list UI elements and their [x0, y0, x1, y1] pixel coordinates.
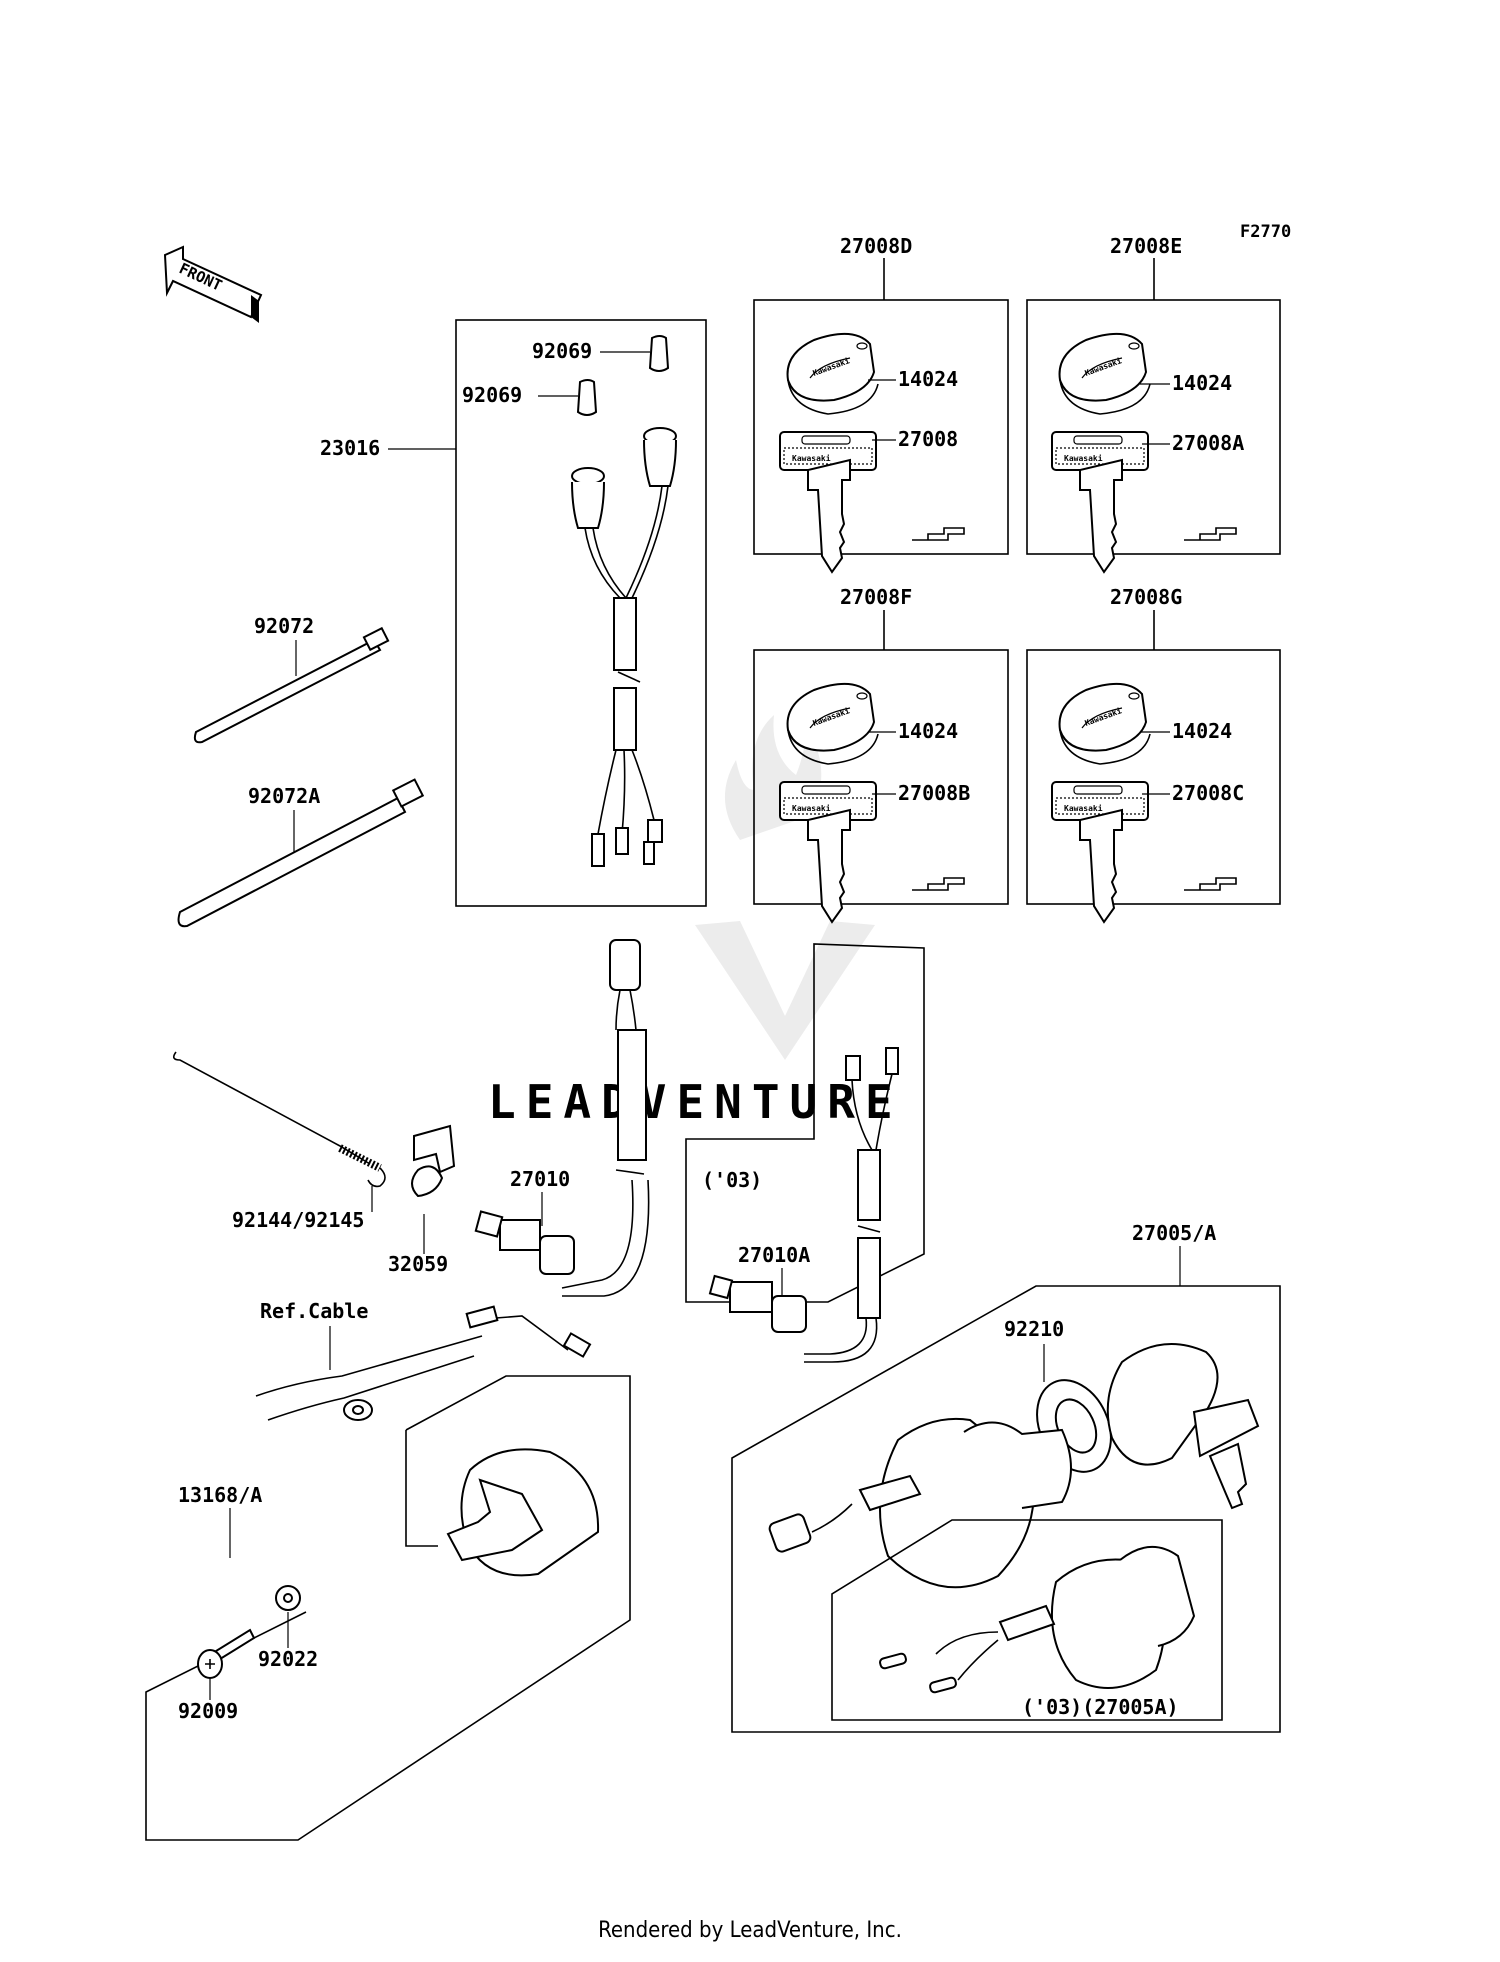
svg-text:Kawasaki: Kawasaki — [792, 453, 831, 463]
label-03-27005A: ('03)(27005A) — [1022, 1695, 1179, 1719]
label-27010A: 27010A — [738, 1243, 810, 1267]
figure-code: F2770 — [1240, 222, 1291, 242]
label-14024-c: 14024 — [898, 719, 958, 743]
label-14024-a: 14024 — [898, 367, 958, 391]
label-03-a: ('03) — [702, 1168, 762, 1192]
label-27008B: 27008B — [898, 781, 970, 805]
key-and-cap-2: Kawasaki Kawasaki — [1051, 333, 1237, 574]
key-and-cap-3: Kawasaki Kawasaki — [779, 683, 965, 924]
watermark-text: LEADVENTURE — [488, 1075, 903, 1129]
footer-credit: Rendered by LeadVenture, Inc. — [598, 1918, 902, 1943]
label-92022: 92022 — [258, 1647, 318, 1671]
ignition-switch-27005: 27005/A 92210 ('03)(27005A) — [731, 1221, 1281, 1733]
label-27008F: 27008F — [840, 585, 912, 609]
key-set-27008D: 27008D — [753, 234, 1009, 555]
label-14024-d: 14024 — [1172, 719, 1232, 743]
label-23016: 23016 — [320, 436, 380, 460]
label-92210: 92210 — [1004, 1317, 1064, 1341]
front-arrow-icon: FRONT — [163, 245, 263, 323]
switch-27010: 27010 — [474, 939, 650, 1297]
svg-text:Kawasaki: Kawasaki — [1064, 453, 1103, 463]
label-27005-A: 27005/A — [1132, 1221, 1216, 1245]
label-27008G: 27008G — [1110, 585, 1182, 609]
svg-text:Kawasaki: Kawasaki — [792, 803, 831, 813]
key-and-cap-4: Kawasaki Kawasaki — [1051, 683, 1237, 924]
label-27008D: 27008D — [840, 234, 912, 258]
plate-13168-A: Ref.Cable 13168/A 92009 92022 — [145, 1299, 631, 1841]
keys-group: Kawasaki Kawasaki Kawasaki Kawasaki — [779, 333, 1237, 924]
svg-text:Kawasaki: Kawasaki — [1064, 803, 1103, 813]
label-32059: 32059 — [388, 1252, 448, 1276]
label-27008: 27008 — [898, 427, 958, 451]
watermark: LEADVENTURE — [488, 715, 903, 1129]
label-27008C: 27008C — [1172, 781, 1244, 805]
key-and-cap-1: Kawasaki Kawasaki — [779, 333, 965, 574]
cable-tie-92072: 92072 — [193, 614, 390, 744]
label-14024-b: 14024 — [1172, 371, 1232, 395]
key-set-27008G: 27008G — [1026, 585, 1281, 905]
label-92144-92145: 92144/92145 — [232, 1208, 364, 1232]
label-13168-A: 13168/A — [178, 1483, 262, 1507]
label-92009: 92009 — [178, 1699, 238, 1723]
key-set-27008E: 27008E — [1026, 234, 1281, 555]
label-92072: 92072 — [254, 614, 314, 638]
label-92072A: 92072A — [248, 784, 320, 808]
label-ref-cable: Ref.Cable — [260, 1299, 368, 1323]
switch-27010A: ('03) 27010A — [685, 943, 925, 1363]
label-27008A: 27008A — [1172, 431, 1244, 455]
label-27010: 27010 — [510, 1167, 570, 1191]
key-set-27008F: 27008F — [753, 585, 1009, 905]
spring-rod-92144-92145: 92144/92145 32059 — [172, 1051, 456, 1276]
cable-tie-92072A: 92072A — [177, 778, 425, 928]
label-27008E: 27008E — [1110, 234, 1182, 258]
harness-23016: 23016 92069 92069 — [320, 319, 707, 907]
label-92069-b: 92069 — [462, 383, 522, 407]
label-92069-a: 92069 — [532, 339, 592, 363]
